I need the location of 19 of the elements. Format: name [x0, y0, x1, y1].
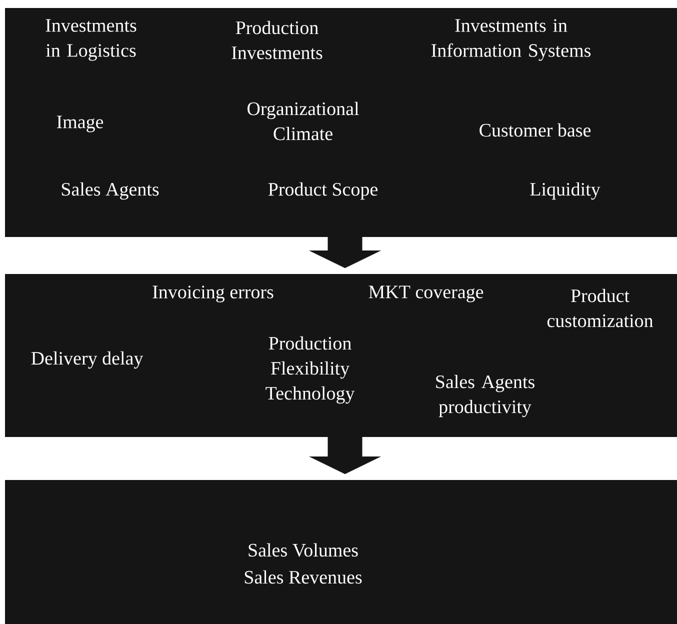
factor-label: Product customization: [547, 288, 654, 328]
block-arrow: [310, 236, 380, 268]
factor-label: Liquidity: [530, 182, 600, 200]
factor-label: Investments in Logistics: [46, 19, 136, 61]
factor-label: MKT coverage: [368, 286, 484, 302]
factor-label: Sales Agents productivity: [436, 374, 534, 418]
factor-label: Sales Agents: [62, 182, 159, 200]
factor-label: Delivery delay: [31, 351, 144, 369]
factor-label: Organizational Climate: [248, 102, 359, 140]
factor-label: Production Flexibility Technology: [266, 336, 355, 404]
factor-label: Sales Revenues: [244, 570, 362, 584]
block-arrow: [310, 436, 380, 474]
factor-label: Production Investments: [232, 20, 322, 60]
factor-label: Investments in Information Systems: [431, 19, 591, 61]
factor-label: Customer base: [480, 123, 591, 137]
factor-label: Product Scope: [268, 182, 378, 200]
factor-label: Image: [56, 116, 104, 132]
factor-label: Invoicing errors: [152, 286, 274, 302]
factor-label: Sales Volumes: [248, 543, 358, 557]
